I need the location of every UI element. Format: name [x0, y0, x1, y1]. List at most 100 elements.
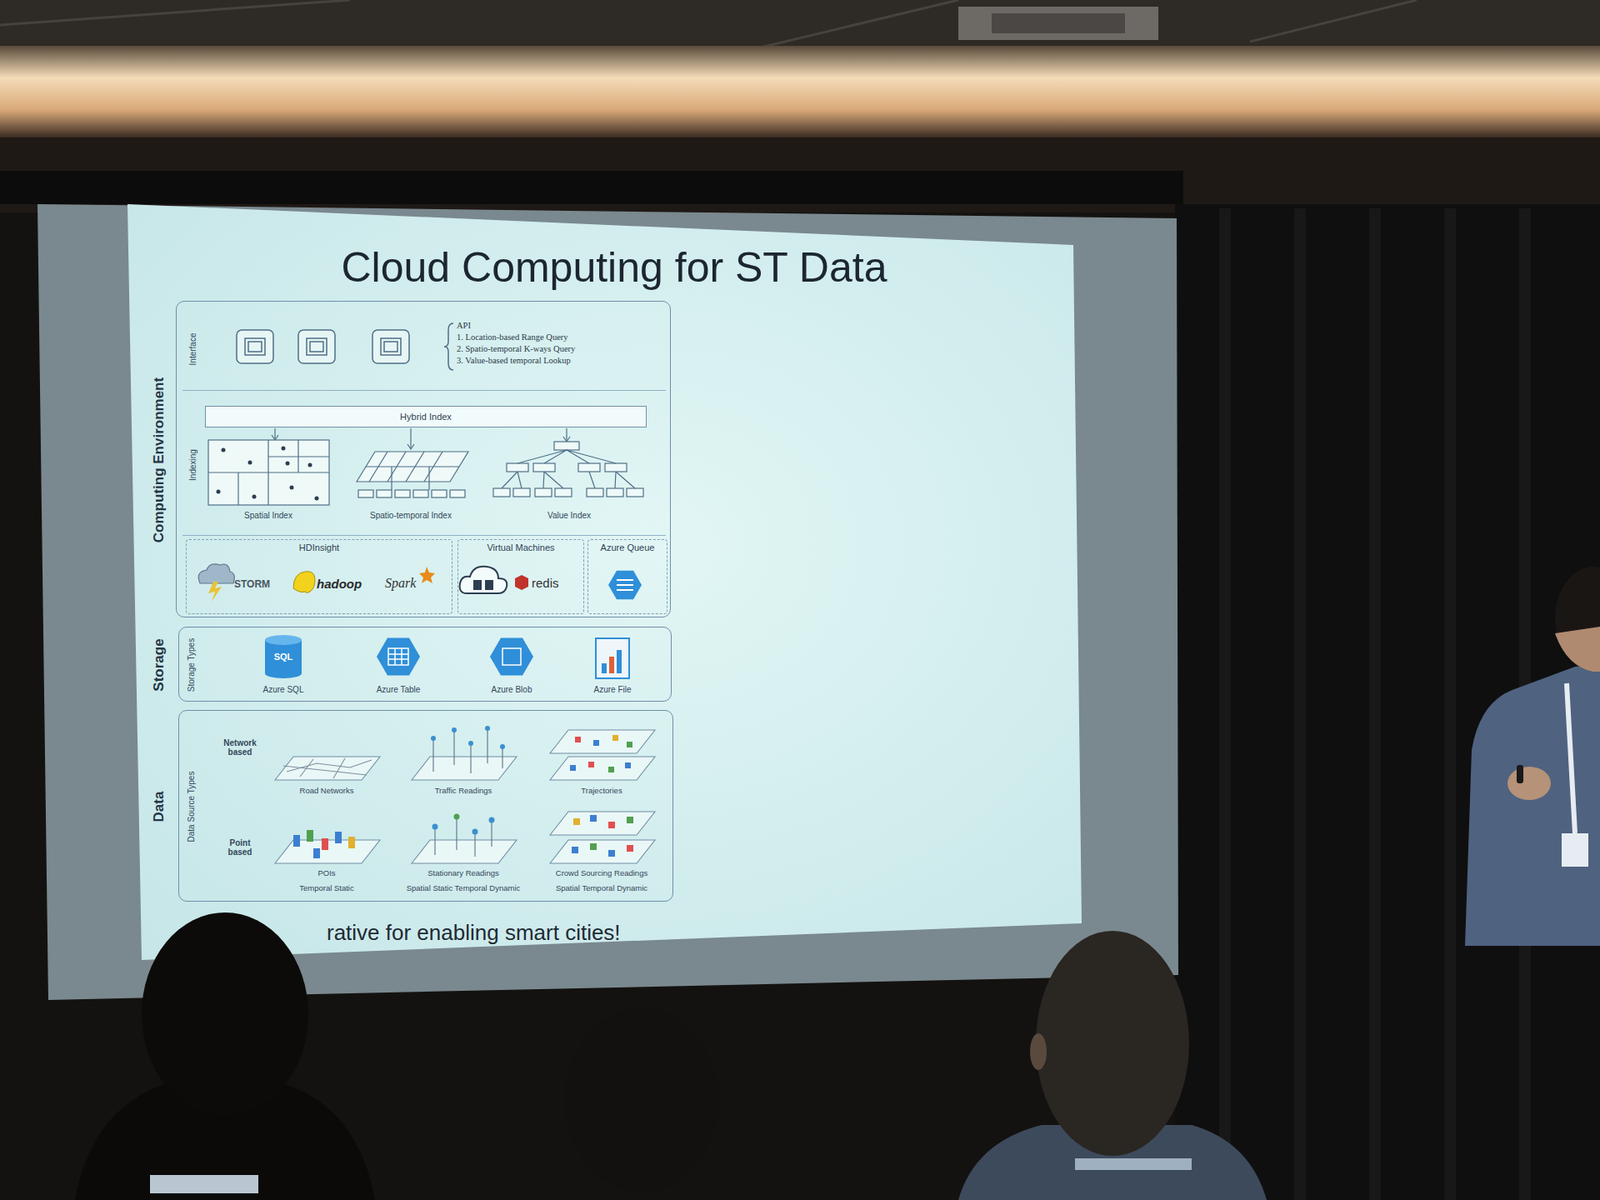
server-icon: [306, 338, 327, 355]
diagram-label: Spatio-temporal Index: [370, 510, 452, 520]
hadoop-elephant: [293, 571, 315, 594]
spark-star: [419, 566, 435, 584]
ceiling-seam: [0, 0, 1417, 50]
wall: [0, 137, 1600, 213]
diagram-label: SQL: [274, 651, 294, 662]
diagram-label: Stationary Readings: [427, 868, 500, 878]
blob-mark: [502, 648, 521, 665]
spatio-temporal-plane: [356, 451, 469, 482]
diagram-label: Azure Table: [376, 685, 421, 695]
diagram-label: Traffic Readings: [435, 785, 493, 795]
node-heading: Storage: [150, 638, 168, 691]
diagram-label: STORM: [234, 578, 270, 590]
node-heading: Virtual Machines: [486, 542, 555, 553]
reading-sticks: [433, 728, 503, 774]
diagram-label: 3. Value-based temporal Lookup: [456, 355, 571, 365]
sub-band: Interface: [182, 307, 666, 391]
diagram-label: Azure File: [593, 685, 631, 695]
vm-cloud: [460, 566, 508, 594]
reading-sticks: [435, 816, 492, 857]
map-plane: [550, 811, 655, 835]
presenter: [1465, 566, 1600, 946]
curtain: [1175, 204, 1600, 1200]
node-heading: Hybrid Index: [400, 411, 452, 422]
diagram-label: redis: [531, 576, 560, 590]
platform-logos: [198, 564, 642, 602]
audience-ear: [1030, 1033, 1047, 1070]
node-subheading: Storage Types: [186, 638, 196, 692]
index-link: [391, 466, 430, 490]
node-heading: Data: [150, 791, 168, 823]
audience-head: [1035, 930, 1190, 1156]
presenter-badge: [1561, 833, 1589, 867]
index-bar: Hybrid Index: [205, 405, 647, 428]
node-heading: Azure Queue: [600, 542, 655, 553]
storm-cloud: [198, 564, 235, 584]
presenter-shirt: [1465, 663, 1600, 946]
server-icon: [298, 330, 335, 364]
diagram-label: Network based: [217, 738, 263, 757]
hybrid-arrow: [274, 428, 275, 440]
map-plane: [550, 840, 655, 864]
diagram-label: Point based: [217, 838, 263, 857]
audience-head: [141, 912, 309, 1116]
node-heading: Interface: [188, 333, 198, 366]
map-plane: [411, 840, 517, 864]
diagram-label: Azure Blob: [491, 685, 533, 695]
map-plane: [550, 730, 655, 754]
spatio-temporal-grid: [365, 451, 460, 482]
node-subheading: Data Source Types: [186, 771, 196, 843]
diagram-label: 1. Location-based Range Query: [456, 332, 569, 342]
slide-caption: rative for enabling smart cities!: [326, 920, 621, 946]
file-bar: [609, 656, 615, 674]
audience: [75, 912, 1267, 1200]
curtain-fold: [1225, 208, 1525, 1200]
ceiling-vent: [991, 13, 1125, 34]
interface-icons: [236, 323, 454, 370]
node-heading: Indexing: [188, 449, 198, 481]
sql-cylinder: [265, 668, 302, 679]
brace: [444, 323, 454, 370]
data-figures: [275, 725, 655, 864]
vm-box: [473, 580, 482, 590]
server-icon: [380, 338, 401, 355]
diagram-label: Azure SQL: [263, 685, 305, 695]
road-lines: [283, 758, 372, 779]
node-heading: HDInsight: [299, 542, 340, 553]
diagram-label: Spark: [385, 576, 416, 590]
spatial-grid: [208, 440, 330, 505]
table-grid: [388, 648, 409, 665]
light-band: [0, 45, 1600, 138]
diagram-label: Road Networks: [300, 785, 355, 795]
vm-box: [485, 580, 494, 590]
service-group: Azure Queue: [587, 539, 668, 615]
tree-link: [501, 450, 635, 489]
map-plane: [411, 756, 517, 780]
hybrid-arrow: [410, 428, 411, 449]
diagram-label: Temporal Static: [299, 883, 354, 893]
sql-cylinder: [265, 635, 302, 645]
queue-icon: [608, 570, 642, 600]
storage-icons: [265, 635, 630, 679]
diagram-label: API: [456, 320, 471, 330]
node-heading: Computing Environment: [150, 377, 168, 543]
slide-ground: [127, 204, 1082, 960]
file-bar: [601, 663, 607, 674]
storm-bolt: [208, 581, 222, 602]
diagram-label: 2. Spatio-temporal K-ways Query: [456, 344, 575, 354]
diagram-label: hadoop: [316, 577, 362, 591]
lanyard: [1075, 1158, 1192, 1170]
diagram-label: Spatial Static Temporal Dynamic: [406, 883, 521, 893]
presenter-hand: [1507, 766, 1551, 800]
projection-screen: [37, 204, 1179, 1000]
file-bar: [616, 650, 622, 674]
index-figures: [208, 428, 644, 505]
diagram-label: Spatial Temporal Dynamic: [555, 883, 648, 893]
audience-head: [565, 1008, 719, 1192]
screen-housing: [0, 170, 1184, 205]
diagram-label: Value Index: [547, 510, 591, 520]
